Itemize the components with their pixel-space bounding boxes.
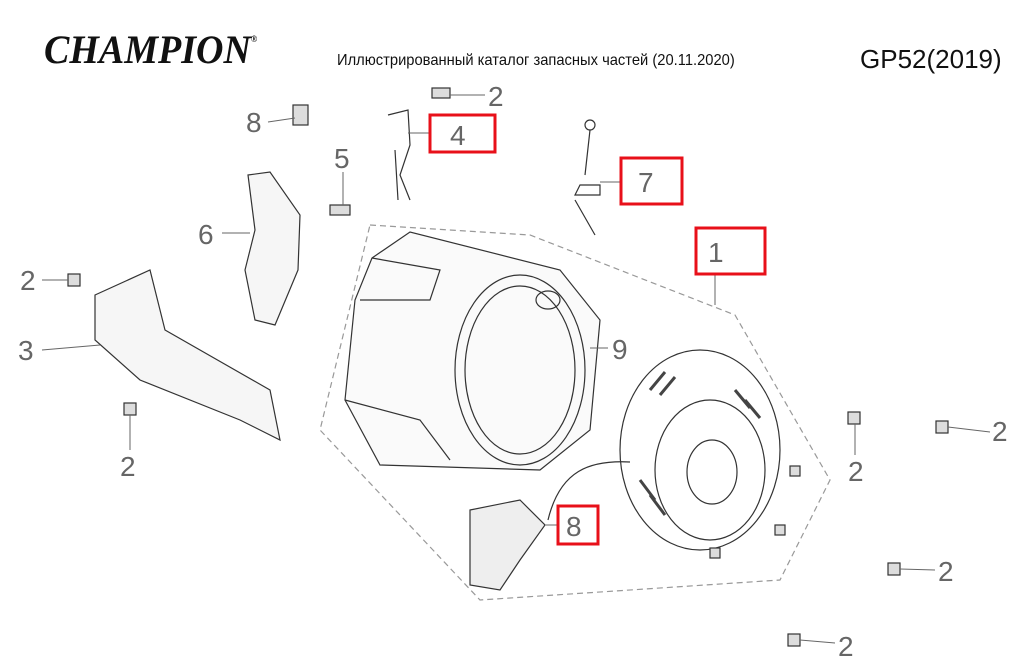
champion-logo: CHAMPION® <box>44 27 258 72</box>
callout-2[interactable]: 2 <box>938 556 954 587</box>
part-4 <box>387 109 411 201</box>
screws <box>67 87 949 647</box>
model-number: GP52(2019) <box>860 44 1002 74</box>
fan-housing-part <box>344 231 601 471</box>
callout-2[interactable]: 2 <box>20 265 36 296</box>
callout-4[interactable]: 4 <box>450 120 466 151</box>
recoil-starter-part <box>547 349 781 551</box>
callout-1[interactable]: 1 <box>708 237 724 268</box>
guard-part-3 <box>94 269 281 442</box>
catalog-title: Иллюстрированный каталог запасных частей… <box>337 52 735 69</box>
callout-7[interactable]: 7 <box>638 167 654 198</box>
cover-part-6 <box>244 171 301 326</box>
callout-2[interactable]: 2 <box>838 631 854 662</box>
highlight-box-4 <box>428 113 497 154</box>
part-7 <box>574 119 601 236</box>
callout-8[interactable]: 8 <box>566 511 582 542</box>
callout-2[interactable]: 2 <box>848 456 864 487</box>
callout-8[interactable]: 8 <box>246 107 262 138</box>
callout-5[interactable]: 5 <box>334 143 350 174</box>
callout-2[interactable]: 2 <box>120 451 136 482</box>
part-8-clip <box>292 104 309 126</box>
callout-2[interactable]: 2 <box>992 416 1008 447</box>
callout-6[interactable]: 6 <box>198 219 214 250</box>
starter-handle-part <box>469 499 546 591</box>
highlight-box-8 <box>556 504 600 546</box>
callout-9[interactable]: 9 <box>612 334 628 365</box>
callout-3[interactable]: 3 <box>18 335 34 366</box>
callout-2[interactable]: 2 <box>488 81 504 112</box>
highlight-box-7 <box>619 156 684 206</box>
highlight-box-1 <box>694 226 767 276</box>
